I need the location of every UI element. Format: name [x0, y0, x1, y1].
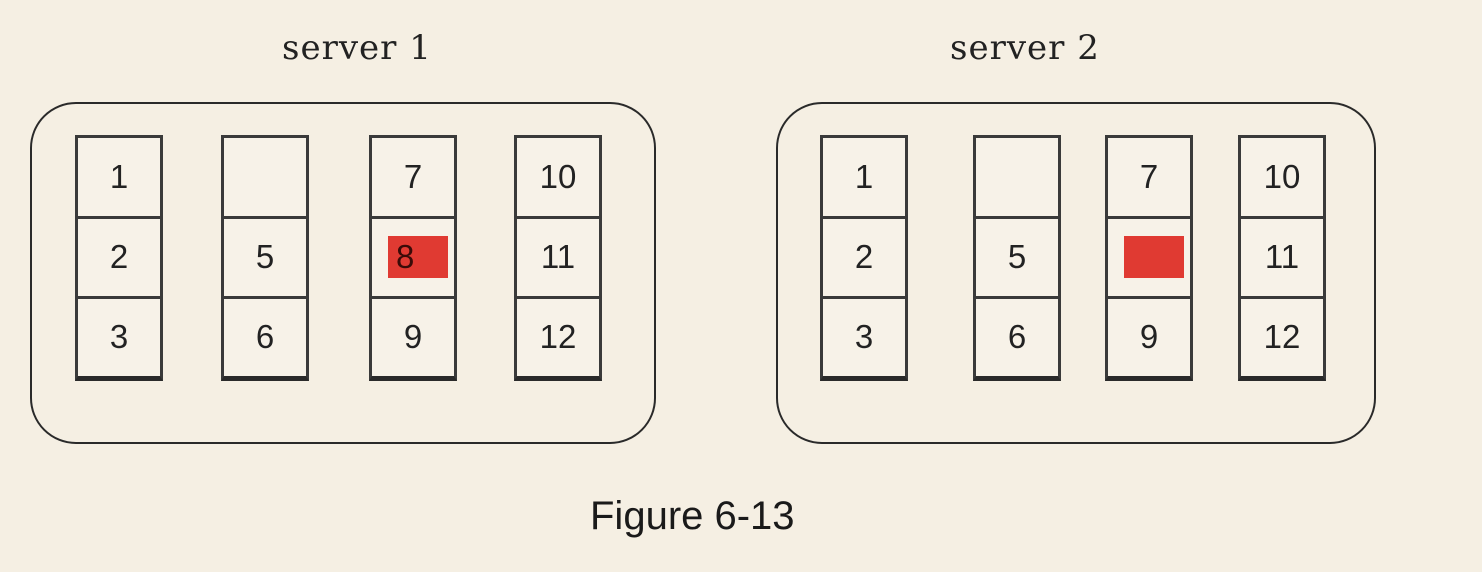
cell-divider: [517, 296, 599, 299]
cell-divider: [224, 296, 306, 299]
partition-cell: 6: [255, 318, 275, 355]
server-1-partition-column-1: 1 2 3: [75, 135, 163, 381]
partition-cell: 9: [1139, 318, 1159, 355]
partition-cell: 10: [539, 158, 577, 195]
figure-caption: Figure 6-13: [590, 494, 795, 538]
highlighted-partition-marker: 8: [388, 236, 448, 278]
server-2-box: [776, 102, 1376, 444]
partition-cell: [224, 138, 306, 216]
cell-divider: [372, 296, 454, 299]
cell-divider: [823, 216, 905, 219]
server-1-title: server 1: [282, 28, 432, 68]
server-1-partition-column-3: 7 8 9: [369, 135, 457, 381]
server-2-partition-column-4: 10 11 12: [1238, 135, 1326, 381]
partition-cell: 5: [255, 238, 275, 275]
partition-cell: 6: [1007, 318, 1027, 355]
partition-cell: 3: [109, 318, 129, 355]
partition-cell: [1108, 218, 1190, 296]
cell-divider: [1241, 216, 1323, 219]
server-2-partition-column-1: 1 2 3: [820, 135, 908, 381]
server-1-box: [30, 102, 656, 444]
server-2-title: server 2: [950, 28, 1100, 68]
cell-divider: [78, 296, 160, 299]
partition-cell: 8: [372, 218, 454, 296]
partition-cell: 7: [1139, 158, 1159, 195]
cell-divider: [78, 216, 160, 219]
partition-cell: [976, 138, 1058, 216]
partition-cell: 1: [854, 158, 874, 195]
partition-cell: 7: [403, 158, 423, 195]
partition-cell: 3: [854, 318, 874, 355]
cell-divider: [224, 216, 306, 219]
partition-cell: 1: [109, 158, 129, 195]
cell-divider: [976, 216, 1058, 219]
cell-divider: [1241, 296, 1323, 299]
partition-cell: 10: [1263, 158, 1301, 195]
partition-cell: 11: [540, 238, 576, 275]
cell-divider: [517, 216, 599, 219]
cell-divider: [1108, 216, 1190, 219]
partition-cell: 12: [1263, 318, 1301, 355]
partition-cell: 9: [403, 318, 423, 355]
partition-cell: 2: [854, 238, 874, 275]
server-1-partition-column-4: 10 11 12: [514, 135, 602, 381]
partition-cell: 11: [1264, 238, 1300, 275]
cell-divider: [1108, 296, 1190, 299]
cell-divider: [976, 296, 1058, 299]
partition-cell: 5: [1007, 238, 1027, 275]
cell-divider: [823, 296, 905, 299]
highlighted-partition-marker: [1124, 236, 1184, 278]
cell-divider: [372, 216, 454, 219]
partition-cell: 12: [539, 318, 577, 355]
partition-cell: 2: [109, 238, 129, 275]
